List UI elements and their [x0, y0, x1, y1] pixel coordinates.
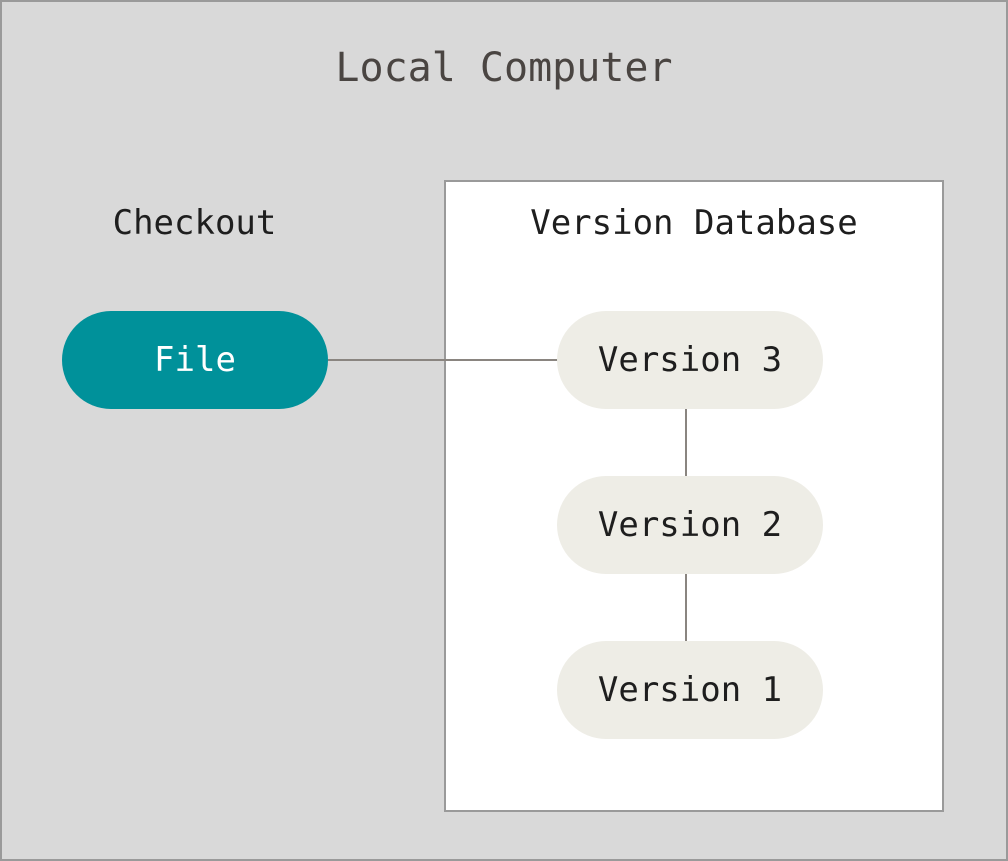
version-database-label: Version Database	[530, 203, 858, 243]
version-3-node: Version 3	[557, 311, 823, 409]
file-to-version-3-connector	[328, 359, 558, 361]
version-2-to-version-1-connector	[685, 573, 687, 643]
version-3-to-version-2-connector	[685, 408, 687, 478]
checkout-label: Checkout	[112, 203, 277, 243]
version-2-node: Version 2	[557, 476, 823, 574]
file-node: File	[62, 311, 328, 409]
diagram-title: Local Computer	[335, 45, 673, 91]
version-1-node: Version 1	[557, 641, 823, 739]
